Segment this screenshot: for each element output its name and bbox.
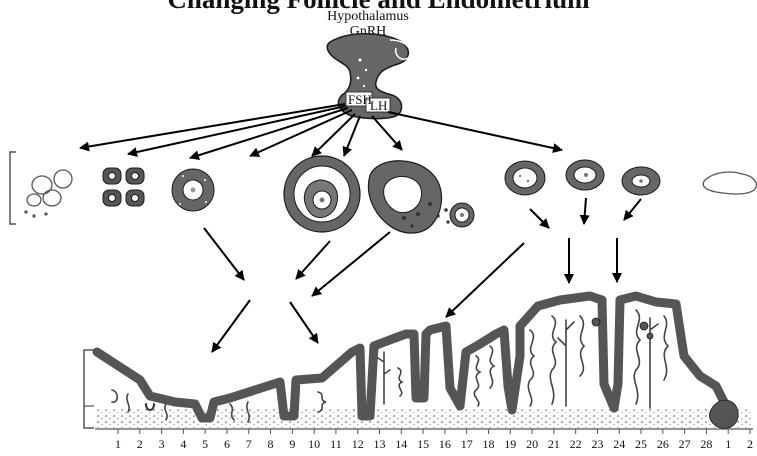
secondary-follicle xyxy=(172,169,214,211)
antral-follicle xyxy=(284,156,360,232)
day-label: 21 xyxy=(548,437,560,451)
primordial-follicles xyxy=(25,170,72,217)
ovulating-follicle xyxy=(368,161,474,233)
day-label: 15 xyxy=(417,437,429,451)
arrow-to-primordial-follicles xyxy=(80,104,345,148)
day-label: 25 xyxy=(635,437,647,451)
day-label: 28 xyxy=(700,437,712,451)
arrow-to-secondary-follicle xyxy=(190,108,348,158)
arrow-to-corpus-luteum xyxy=(388,112,562,150)
corpus-albicans xyxy=(703,172,756,194)
endometrium-bracket xyxy=(84,350,94,428)
day-label: 7 xyxy=(246,437,252,451)
fsh-label: FSH xyxy=(348,92,372,107)
arrow-to-antral-follicle xyxy=(312,114,355,156)
ovary-row-bracket xyxy=(10,152,16,224)
day-label: 10 xyxy=(308,437,320,451)
day-label: 17 xyxy=(461,437,473,451)
arrow-to-primary-follicles xyxy=(128,106,346,154)
day-label: 1 xyxy=(115,437,121,451)
day-label: 1 xyxy=(725,437,731,451)
day-label: 8 xyxy=(268,437,274,451)
primary-follicles xyxy=(103,168,144,206)
day-label: 19 xyxy=(504,437,516,451)
day-label: 20 xyxy=(526,437,538,451)
day-label: 3 xyxy=(159,437,165,451)
day-label: 16 xyxy=(439,437,451,451)
day-label: 27 xyxy=(679,437,691,451)
lh-label: LH xyxy=(370,98,387,113)
corpus-luteum-regressing xyxy=(622,167,660,195)
day-label: 24 xyxy=(613,437,625,451)
day-label: 26 xyxy=(657,437,669,451)
day-axis-ticks xyxy=(118,429,750,434)
pituitary-arrows xyxy=(80,104,562,158)
day-label: 9 xyxy=(289,437,295,451)
day-label: 13 xyxy=(374,437,386,451)
endometrium-lining xyxy=(97,296,728,420)
day-label: 4 xyxy=(180,437,186,451)
day-label: 22 xyxy=(570,437,582,451)
day-label: 6 xyxy=(224,437,230,451)
day-label: 23 xyxy=(591,437,603,451)
day-label: 5 xyxy=(202,437,208,451)
day-label: 14 xyxy=(395,437,407,451)
day-label: 11 xyxy=(330,437,342,451)
arrow-to-ovulation xyxy=(372,116,402,150)
day-label: 2 xyxy=(137,437,143,451)
corpus-luteum xyxy=(505,160,604,195)
pituitary-gland: FSH LH xyxy=(327,34,410,119)
day-label: 2 xyxy=(747,437,753,451)
day-label: 18 xyxy=(482,437,494,451)
day-label: 12 xyxy=(352,437,364,451)
